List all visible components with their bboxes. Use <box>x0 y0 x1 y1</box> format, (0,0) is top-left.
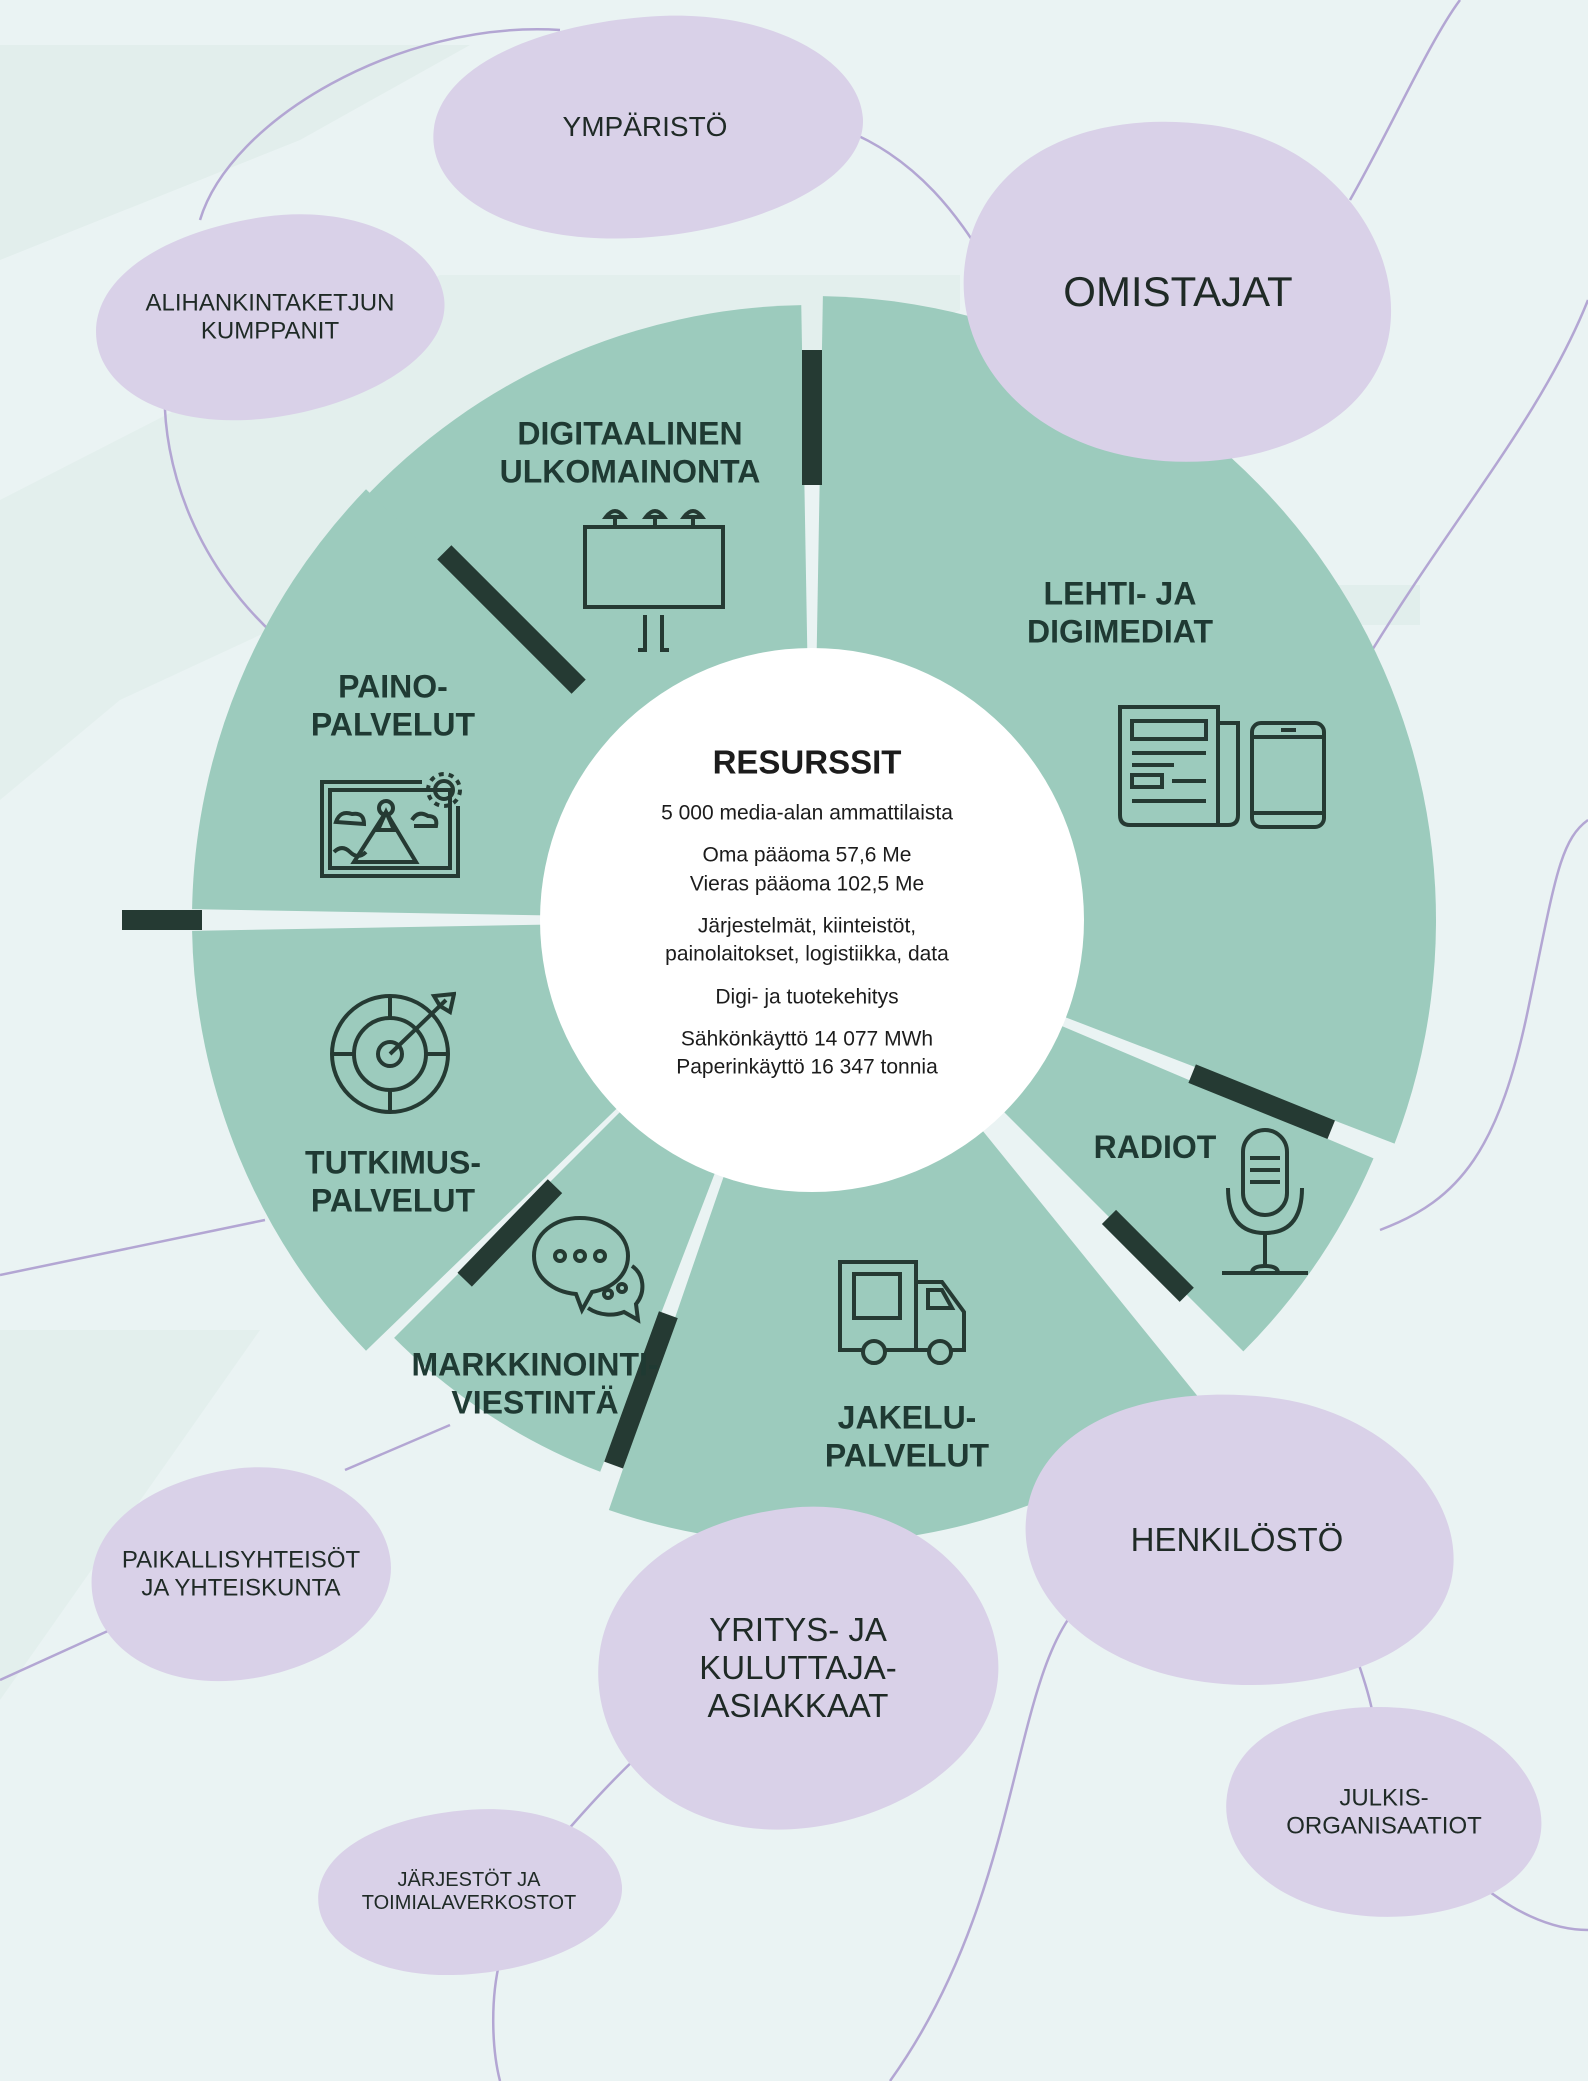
segment-label-radio: RADIOT <box>1093 1128 1217 1165</box>
stakeholder-label: JULKIS- ORGANISAATIOT <box>1286 1784 1482 1839</box>
segment-label-digital-outdoor: DIGITAALINEN ULKOMAINONTA <box>499 415 761 490</box>
connector-line <box>888 1609 1076 2081</box>
divider-bar <box>604 1311 678 1469</box>
connector-line <box>1379 818 1588 1232</box>
segment-distribution <box>608 920 1205 1544</box>
resource-line: Sähkönkäyttö 14 077 MWh Paperinkäyttö 16… <box>676 1027 938 1080</box>
segment-label-printing: PAINO- PALVELUT <box>310 668 476 743</box>
stakeholder-label: JÄRJESTÖT JA TOIMIALAVERKOSTOT <box>361 1869 577 1914</box>
connector-line <box>492 1959 502 2081</box>
center-circle <box>540 648 1084 1192</box>
chat-bubbles-icon <box>532 1216 645 1324</box>
connector-line <box>198 28 561 221</box>
resource-line: Järjestelmät, kiinteistöt, painolaitokse… <box>665 914 949 966</box>
segment-label-marketing: MARKKINOINTI- VIESTINTÄ <box>411 1346 659 1421</box>
connector-line <box>1348 0 1462 201</box>
newspaper-tablet-icon <box>1118 705 1326 829</box>
connector-line <box>1358 299 1588 671</box>
stakeholder-label: HENKILÖSTÖ <box>1130 1521 1344 1559</box>
billboard-icon <box>583 509 725 652</box>
divider-bar <box>1188 1064 1335 1140</box>
stakeholder-label: ALIHANKINTAKETJUN KUMPPANIT <box>145 289 395 344</box>
resource-line: 5 000 media-alan ammattilaista <box>661 801 953 825</box>
stakeholder-label: YMPÄRISTÖ <box>562 110 728 142</box>
stakeholder-label: PAIKALLISYHTEISÖT JA YHTEISKUNTA <box>121 1546 361 1601</box>
resource-line: Digi- ja tuotekehitys <box>715 985 899 1009</box>
blob-business-consumer-customers <box>598 1506 999 1830</box>
segment-dividers <box>122 350 1335 1469</box>
connector-line <box>844 128 987 261</box>
divider-bar <box>437 545 586 694</box>
divider-bar <box>457 1179 563 1287</box>
bg-shape <box>0 45 470 260</box>
stakeholder-label: OMISTAJAT <box>1063 267 1293 315</box>
blob-subcontracting-partners <box>96 214 445 421</box>
resource-line: Oma pääoma 57,6 Me Vieras pääoma 102,5 M… <box>689 843 925 896</box>
truck-icon <box>838 1260 966 1365</box>
connector-line <box>344 1423 451 1472</box>
segment-label-print-digital-media: LEHTI- JA DIGIMEDIAT <box>1026 575 1214 650</box>
blob-personnel <box>1025 1394 1454 1686</box>
divider-bar <box>1101 1209 1194 1302</box>
connector-line <box>0 1628 111 1682</box>
blob-local-communities <box>91 1467 391 1682</box>
segment-label-research: TUTKIMUS- PALVELUT <box>305 1144 481 1219</box>
segment-label-distribution: JAKELU- PALVELUT <box>824 1399 990 1474</box>
connector-line <box>0 1218 266 1277</box>
print-image-icon <box>320 772 462 878</box>
resources-panel: RESURSSIT 5 000 media-alan ammattilaista… <box>577 744 1037 1097</box>
stakeholder-label: YRITYS- JA KULUTTAJA- ASIAKKAAT <box>699 1611 897 1724</box>
microphone-icon <box>1222 1128 1308 1275</box>
connector-line <box>163 379 281 641</box>
blob-environment <box>433 15 863 239</box>
target-icon <box>330 991 456 1114</box>
blob-associations-networks <box>318 1809 622 1976</box>
blob-public-organizations <box>1226 1707 1542 1917</box>
stakeholder-blobs <box>91 15 1542 1976</box>
resources-title: RESURSSIT <box>712 743 902 781</box>
blob-owners <box>963 121 1391 462</box>
